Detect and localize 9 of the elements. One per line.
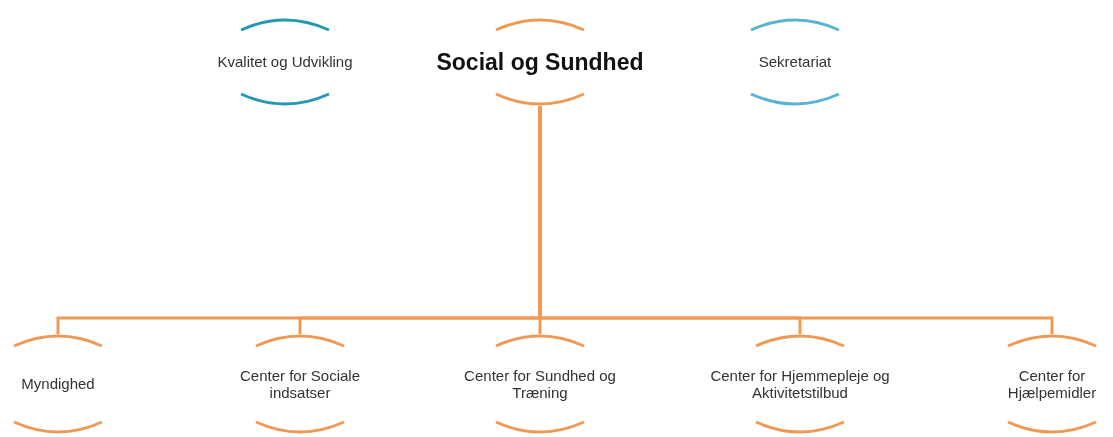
unit-label: Center for Hjælpemidler [1006, 366, 1098, 402]
unit-label: Center for Sundhed og Træning [463, 366, 617, 402]
unit-label: Sekretariat [758, 53, 832, 71]
title-label: Social og Sundhed [436, 48, 644, 76]
unit-label: Center for Hjemmepleje og Aktivitetstilbud [709, 366, 891, 402]
unit-label: Myndighed [21, 375, 95, 393]
unit-label: Kvalitet og Udvikling [217, 53, 353, 71]
connector-line [538, 106, 1054, 334]
unit-label: Center for Sociale indsatser [238, 366, 362, 402]
